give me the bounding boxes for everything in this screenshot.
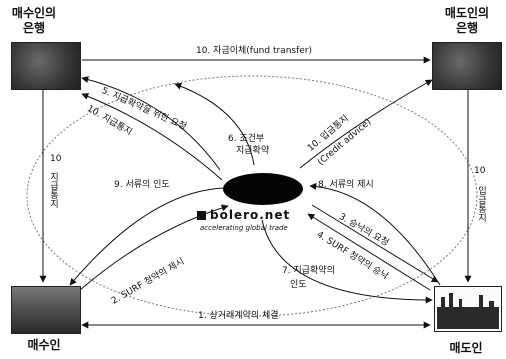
edge-guarantee-delivery-line xyxy=(261,219,433,304)
edge-doc-delivery-line xyxy=(69,187,227,286)
label-conditional-guarantee-1: 6. 조건부 xyxy=(228,134,265,144)
edge-conditional-guarantee-line xyxy=(174,82,255,166)
label-left-text: 지급통지 xyxy=(48,172,58,208)
factory-icon xyxy=(437,293,499,329)
bolero-logo-mark xyxy=(197,211,206,220)
label-guarantee-delivery-1: 7. 지급확약의 xyxy=(282,266,335,276)
edge-surf-offer-line xyxy=(79,204,229,291)
label-doc-presentation: 8. 서류의 제시 xyxy=(318,180,374,190)
edge-approval-request-line xyxy=(311,204,439,283)
seller-label: 매도인 xyxy=(449,341,483,355)
label-left-num: 10 xyxy=(50,154,62,164)
buyer-label: 매수인 xyxy=(27,338,61,352)
label-right-num: 10 xyxy=(474,166,486,176)
seller-bank-box xyxy=(432,42,502,90)
buyer-bank-label: 매수인의 은행 xyxy=(11,6,57,35)
bolero-hub-ellipse xyxy=(223,173,303,205)
buyer-box xyxy=(11,286,81,334)
buyer-bank-box xyxy=(11,42,81,90)
label-doc-delivery: 9. 서류의 인도 xyxy=(114,180,170,190)
edge-doc-presentation-line xyxy=(309,182,441,286)
label-right-text: 입금통지 xyxy=(476,186,486,222)
edge-credit-advice-line xyxy=(299,79,433,169)
bolero-brand-name: bolero.net xyxy=(210,208,291,222)
label-guarantee-delivery-2: 인도 xyxy=(290,280,307,290)
label-fund-transfer: 10. 자금이체(fund transfer) xyxy=(196,46,313,56)
edge-payment-notice-bank-line xyxy=(81,93,223,181)
label-contract: 1. 상거래계약의 체결 xyxy=(198,311,279,321)
seller-box xyxy=(434,286,502,332)
edge-surf-acceptance-line xyxy=(307,213,431,291)
label-conditional-guarantee-2: 지급확약 xyxy=(236,146,270,156)
edge-payment-request-line xyxy=(81,76,221,171)
seller-bank-label: 매도인의 은행 xyxy=(444,6,490,35)
bolero-tagline: accelerating global trade xyxy=(200,224,288,232)
network-boundary-ellipse xyxy=(26,75,478,317)
